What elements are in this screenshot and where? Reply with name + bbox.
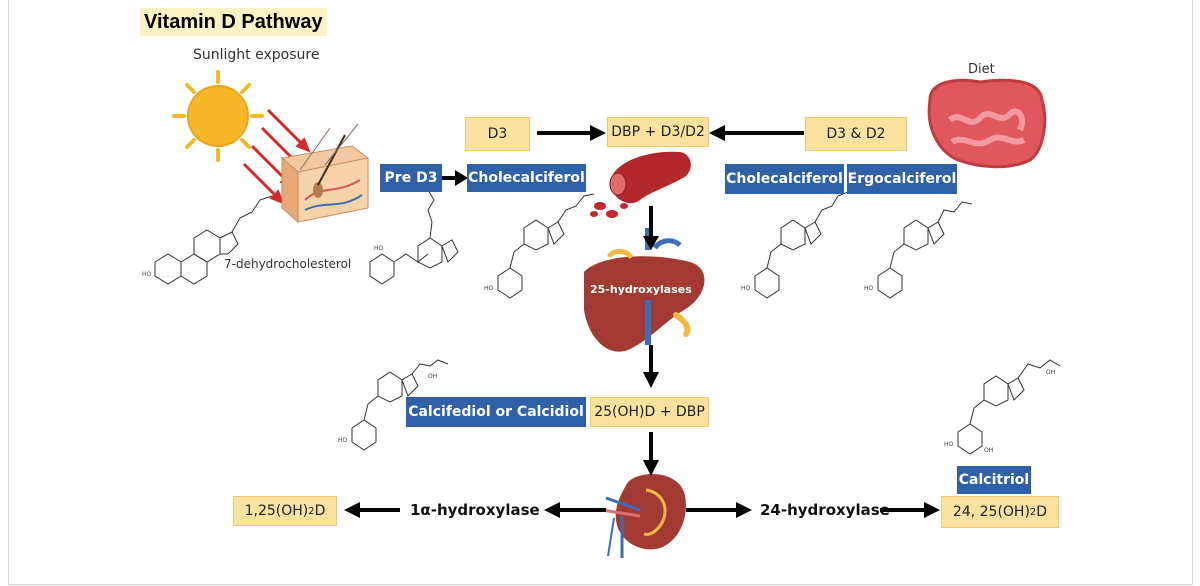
2425-suffix: D xyxy=(1036,504,1048,520)
arrow-kidney-to-1alpha xyxy=(544,502,606,518)
structure-ergocalciferol: HO xyxy=(864,201,973,299)
structure-cholecalciferol-left: HO xyxy=(484,193,595,299)
svg-text:OH: OH xyxy=(1046,369,1055,376)
structure-cholecalciferol-right: HO xyxy=(741,191,849,299)
svg-text:OH: OH xyxy=(428,373,437,380)
liver-enzyme-label: 25-hydroxylases xyxy=(590,283,692,296)
125-subscript: 2 xyxy=(308,505,315,517)
calcifediol-box: Calcifediol or Calcidiol xyxy=(406,397,586,427)
svg-text:OH: OH xyxy=(984,447,993,454)
diet-label: Diet xyxy=(968,62,995,77)
arrow-calcifediol-to-kidney xyxy=(643,432,659,476)
twenty-four-hydroxylase-label: 24-hydroxylase xyxy=(760,501,890,519)
cholecalciferol-box-right: Cholecalciferol xyxy=(725,164,844,194)
svg-text:HO: HO xyxy=(944,441,954,448)
125-suffix: D xyxy=(314,503,326,519)
svg-text:HO: HO xyxy=(741,285,751,292)
structure-calcifediol: OH HO xyxy=(338,359,449,451)
cholecalciferol-box-left: Cholecalciferol xyxy=(467,164,586,192)
svg-text:HO: HO xyxy=(374,245,384,252)
d3-d2-box: D3 & D2 xyxy=(805,117,907,151)
structure-7-dehydrocholesterol: HO xyxy=(142,195,273,285)
arrow-kidney-to-24 xyxy=(686,502,752,518)
2425-subscript: 2 xyxy=(1029,506,1037,518)
125-prefix: 1,25(OH) xyxy=(244,503,309,519)
liver-icon xyxy=(584,228,705,352)
arrow-liver-to-calcifediol xyxy=(643,345,659,388)
d3-box: D3 xyxy=(465,117,530,151)
blood-vessel-icon xyxy=(590,151,691,218)
dbp-d3d2-box: DBP + D3/D2 xyxy=(607,117,709,147)
calcitriol-box: Calcitriol xyxy=(957,466,1031,494)
pre-d3-box: Pre D3 xyxy=(380,164,442,192)
dehydrocholesterol-label: 7-dehydrocholesterol xyxy=(224,257,352,271)
2425-prefix: 24, 25(OH) xyxy=(952,504,1030,520)
structure-pre-d3: HO xyxy=(369,189,459,285)
arrow-d3-to-dbp xyxy=(537,125,606,141)
ergocalciferol-box: Ergocalciferol xyxy=(847,164,957,194)
one-alpha-hydroxylase-label: 1α-hydroxylase xyxy=(410,501,540,519)
intestines-icon xyxy=(927,78,1047,169)
page-title: Vitamin D Pathway xyxy=(140,8,327,36)
structure-calcitriol: OH HO OH xyxy=(944,359,1061,455)
arrow-pred3-to-cholecalciferol xyxy=(442,170,468,186)
kidney-icon xyxy=(601,473,686,558)
svg-text:HO: HO xyxy=(484,285,494,292)
svg-text:HO: HO xyxy=(864,285,874,292)
skin-icon xyxy=(280,123,370,224)
svg-text:HO: HO xyxy=(338,437,348,444)
pathway-arrows xyxy=(344,125,940,518)
sun-icon xyxy=(172,70,264,162)
oh-dbp-box: 25(OH)D + DBP xyxy=(590,397,709,427)
sunlight-label: Sunlight exposure xyxy=(193,47,320,63)
arrow-1alpha-to-125d xyxy=(344,502,400,518)
arrow-24-to-2425d xyxy=(880,502,940,518)
arrow-d3d2-to-dbp xyxy=(709,125,804,141)
arrow-blood-to-liver xyxy=(643,206,659,250)
svg-text:HO: HO xyxy=(142,271,152,278)
